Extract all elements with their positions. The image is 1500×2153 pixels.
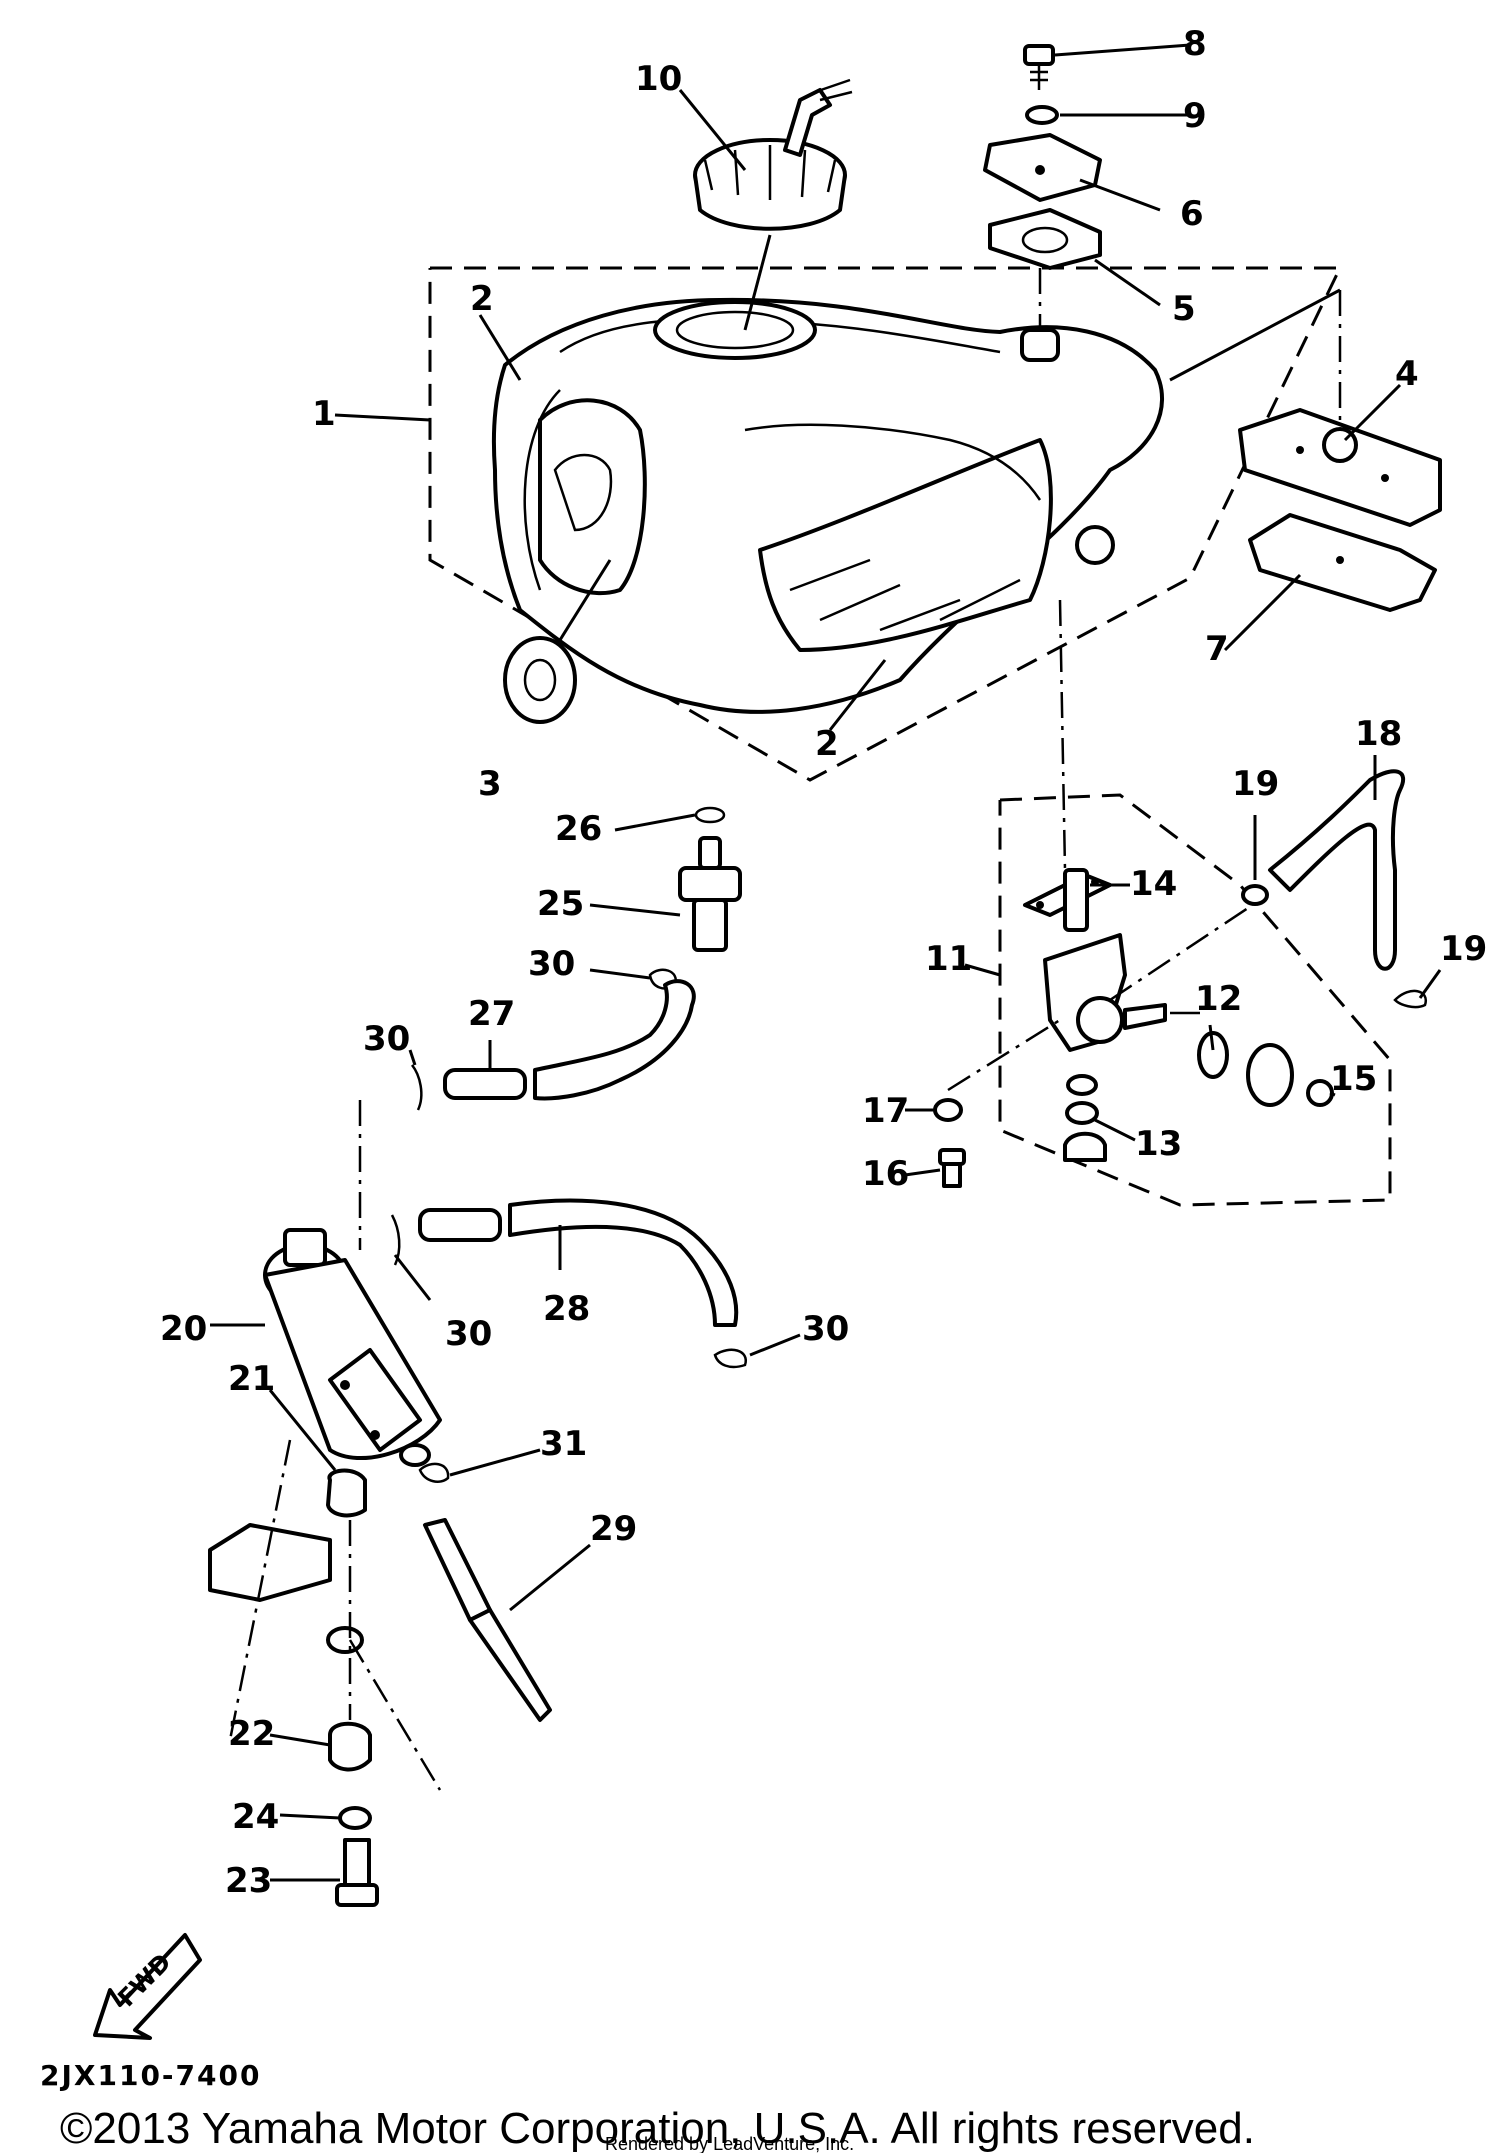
callout-20: 20 xyxy=(160,1309,207,1349)
callout-30d: 30 xyxy=(802,1309,849,1349)
fuel-pump xyxy=(263,1100,442,1467)
callout-1: 1 xyxy=(312,394,336,434)
callout-27: 27 xyxy=(468,994,515,1034)
callout-9: 9 xyxy=(1183,96,1207,136)
callout-28: 28 xyxy=(543,1289,590,1329)
callout-21: 21 xyxy=(228,1359,275,1399)
callout-15: 15 xyxy=(1330,1059,1377,1099)
callout-19a: 19 xyxy=(1232,764,1279,804)
fuel-filter xyxy=(648,806,742,990)
rear-mount-hardware xyxy=(983,44,1102,362)
callout-16: 16 xyxy=(862,1154,909,1194)
callout-18: 18 xyxy=(1355,714,1402,754)
callout-7: 7 xyxy=(1205,629,1229,669)
copyright-notice: ©2013 Yamaha Motor Corporation, U.S.A. A… xyxy=(60,2104,1255,2153)
callout-24: 24 xyxy=(232,1797,279,1837)
callout-30b: 30 xyxy=(363,1019,410,1059)
callout-12: 12 xyxy=(1195,979,1242,1019)
callout-3: 3 xyxy=(478,764,502,804)
callout-26: 26 xyxy=(555,809,602,849)
callout-2a: 2 xyxy=(470,279,494,319)
leader-lines xyxy=(210,43,1442,1882)
callout-31: 31 xyxy=(540,1424,587,1464)
callout-10: 10 xyxy=(635,59,682,99)
breather-hose xyxy=(418,1462,552,1722)
front-damper xyxy=(503,559,612,724)
rendered-by-notice: Rendered by LeadVenture, Inc. xyxy=(605,2134,854,2153)
callout-8: 8 xyxy=(1183,24,1207,64)
tank-group-boundary xyxy=(428,266,1343,782)
callout-4: 4 xyxy=(1395,354,1419,394)
fuel-hose-28 xyxy=(418,1198,739,1327)
callout-30c: 30 xyxy=(445,1314,492,1354)
callout-13: 13 xyxy=(1135,1124,1182,1164)
fuel-hose-27 xyxy=(443,979,696,1101)
callout-29: 29 xyxy=(590,1509,637,1549)
hose-clips-30 xyxy=(390,1064,747,1369)
fuel-tank xyxy=(491,297,1165,714)
callout-2b: 2 xyxy=(815,724,839,764)
callout-5: 5 xyxy=(1172,289,1196,329)
callout-23: 23 xyxy=(225,1861,272,1901)
fuel-cock-boundary xyxy=(998,793,1392,1207)
callout-22: 22 xyxy=(228,1714,275,1754)
callout-30a: 30 xyxy=(528,944,575,984)
forward-arrow-icon: FWD xyxy=(93,1933,202,2040)
callout-6: 6 xyxy=(1180,194,1204,234)
callout-11: 11 xyxy=(925,939,972,979)
callout-17: 17 xyxy=(862,1091,909,1131)
callout-14: 14 xyxy=(1130,864,1177,904)
fuel-hose-18 xyxy=(1241,769,1427,1009)
diagram-code: 2JX110-7400 xyxy=(40,2059,262,2092)
callout-labels: 8 9 6 5 4 7 10 2 1 2 3 26 25 30 30 27 28… xyxy=(160,24,1487,1901)
callout-25: 25 xyxy=(537,884,584,924)
fuel-cap xyxy=(693,78,853,331)
fuel-cock xyxy=(933,868,1334,1188)
callout-19b: 19 xyxy=(1440,929,1487,969)
rear-bracket-assembly xyxy=(1169,288,1442,612)
